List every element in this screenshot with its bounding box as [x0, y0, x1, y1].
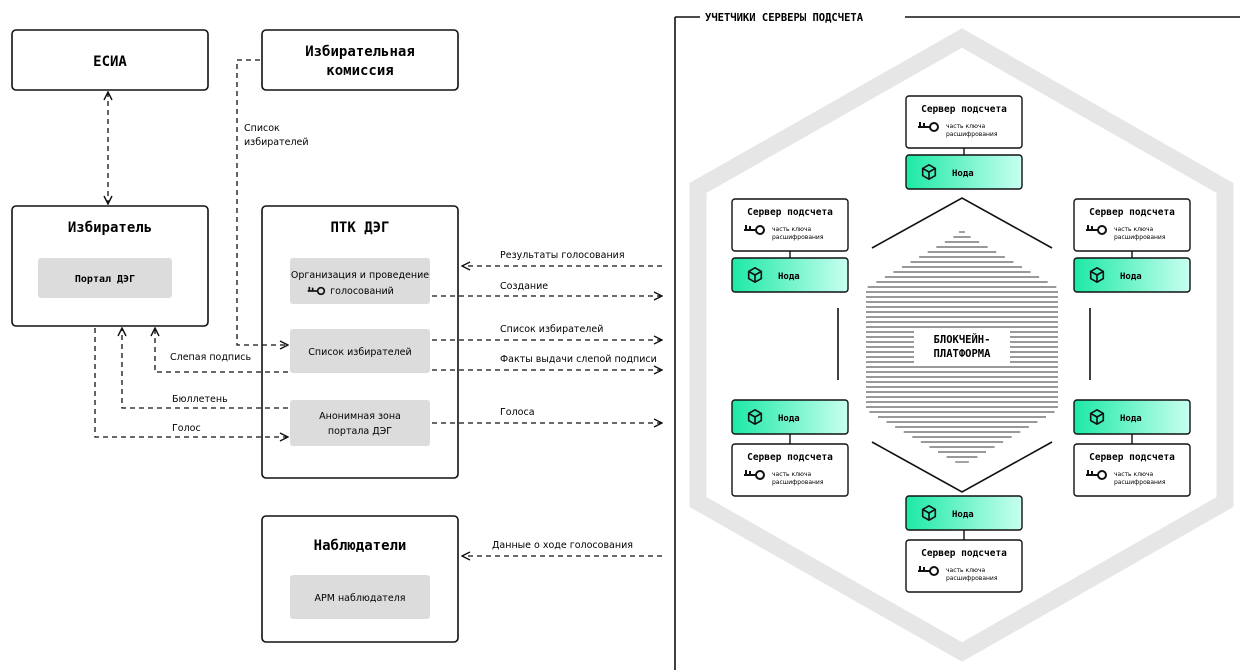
key-label-line1: часть ключа [946, 123, 986, 130]
blockchain-label-bg [914, 331, 1010, 363]
observer-workstation-module [290, 575, 430, 619]
node-label: Нода [778, 272, 800, 282]
key-label-line1: часть ключа [946, 567, 986, 574]
flow-label-blind-signature: Слепая подпись [170, 352, 252, 363]
flow-label-voter-list-line1: Список [244, 123, 280, 134]
ballot-flow [122, 328, 288, 409]
counting-unit-upper-left: Сервер подсчета часть ключа расшифровани… [731, 198, 849, 293]
counting-unit-upper-right: Сервер подсчета часть ключа расшифровани… [1073, 198, 1191, 293]
node-box [905, 154, 1023, 190]
esia-box: ЕСИА [11, 29, 209, 91]
voter-label: Избиратель [68, 220, 152, 236]
flow-label-voter-list-out: Список избирателей [500, 324, 603, 335]
organization-label-line2: голосований [330, 286, 394, 297]
flow-label-results: Результаты голосования [500, 250, 625, 261]
commission-list-flow [236, 59, 288, 345]
node-label: Нода [952, 169, 974, 179]
server-box [1073, 443, 1191, 497]
node-box [1073, 257, 1191, 293]
blockchain-hex-bottom [871, 441, 1053, 493]
anon-zone-module [290, 400, 430, 446]
flow-label-ballot: Бюллетень [172, 394, 228, 405]
vote-flow [94, 328, 288, 437]
counting-panel: УЧЕТЧИКИ СЕРВЕРЫ ПОДСЧЕТА БЛОКЧЕЙН- ПЛАТ… [674, 12, 1240, 670]
key-label-line2: расшифрования [1114, 234, 1166, 241]
flow-label-observer-data: Данные о ходе голосования [492, 540, 633, 551]
blind-signature-flow [155, 328, 288, 373]
organization-module [290, 258, 430, 304]
esia-label: ЕСИА [93, 54, 127, 70]
key-label-line1: часть ключа [1114, 226, 1154, 233]
blockchain-hatching [866, 231, 1058, 463]
commission-box: Избирательная комиссия [261, 29, 459, 91]
flow-label-voter-list-line2: избирателей [244, 137, 309, 148]
ptk-label: ПТК ДЭГ [330, 220, 389, 236]
key-label-line2: расшифрования [946, 575, 998, 582]
commission-label-line1: Избирательная [305, 44, 415, 60]
node-label: Нода [1120, 272, 1142, 282]
voter-list-label: Список избирателей [308, 347, 411, 358]
key-label-line2: расшифрования [946, 131, 998, 138]
anon-zone-label-line1: Анонимная зона [319, 411, 401, 422]
voter-list-module [290, 329, 430, 373]
ptk-box: ПТК ДЭГ Организация и проведение голосов… [261, 205, 459, 479]
organization-label-line1: Организация и проведение [291, 270, 429, 281]
flow-lines [94, 59, 662, 556]
key-label-line1: часть ключа [772, 471, 812, 478]
flow-label-vote: Голос [172, 423, 201, 434]
node-label: Нода [952, 510, 974, 520]
counting-unit-lower-right: Нода Сервер подсчета часть ключа расшифр… [1073, 399, 1191, 497]
key-label-line1: часть ключа [772, 226, 812, 233]
blockchain-label-line1: БЛОКЧЕЙН- [934, 333, 991, 346]
key-label-line2: расшифрования [772, 234, 824, 241]
server-title: Сервер подсчета [921, 104, 1007, 115]
server-box [905, 539, 1023, 593]
portal-label: Портал ДЭГ [75, 274, 135, 285]
blockchain-hex-top [871, 197, 1053, 249]
portal-module [38, 258, 172, 298]
key-label-line1: часть ключа [1114, 471, 1154, 478]
voter-box: Избиратель Портал ДЭГ [11, 205, 209, 327]
key-label-line2: расшифрования [772, 479, 824, 486]
node-label: Нода [1120, 414, 1142, 424]
outer-hexagon [689, 28, 1234, 662]
observer-workstation-label: АРМ наблюдателя [315, 593, 406, 604]
flow-label-blind-facts: Факты выдачи слепой подписи [500, 354, 657, 365]
server-title: Сервер подсчета [747, 452, 833, 463]
flow-label-votes: Голоса [500, 407, 535, 418]
commission-label-line2: комиссия [326, 63, 393, 79]
flow-label-creation: Создание [500, 281, 548, 292]
server-box [731, 443, 849, 497]
node-box [731, 257, 849, 293]
server-title: Сервер подсчета [747, 207, 833, 218]
anon-zone-label-line2: портала ДЭГ [328, 426, 392, 437]
blockchain-label-line2: ПЛАТФОРМА [934, 348, 992, 360]
counting-unit-lower-left: Нода Сервер подсчета часть ключа расшифр… [731, 399, 849, 497]
observers-label: Наблюдатели [314, 538, 407, 554]
server-title: Сервер подсчета [1089, 207, 1175, 218]
flow-labels: Список избирателей Слепая подпись Бюллет… [170, 123, 657, 551]
counting-unit-top: Сервер подсчета часть ключа расшифровани… [905, 95, 1023, 190]
server-title: Сервер подсчета [1089, 452, 1175, 463]
server-title: Сервер подсчета [921, 548, 1007, 559]
node-label: Нода [778, 414, 800, 424]
key-label-line2: расшифрования [1114, 479, 1166, 486]
panel-title: УЧЕТЧИКИ СЕРВЕРЫ ПОДСЧЕТА [705, 12, 864, 24]
observers-box: Наблюдатели АРМ наблюдателя [261, 515, 459, 643]
counting-unit-bottom: Нода Сервер подсчета часть ключа расшифр… [905, 495, 1023, 593]
